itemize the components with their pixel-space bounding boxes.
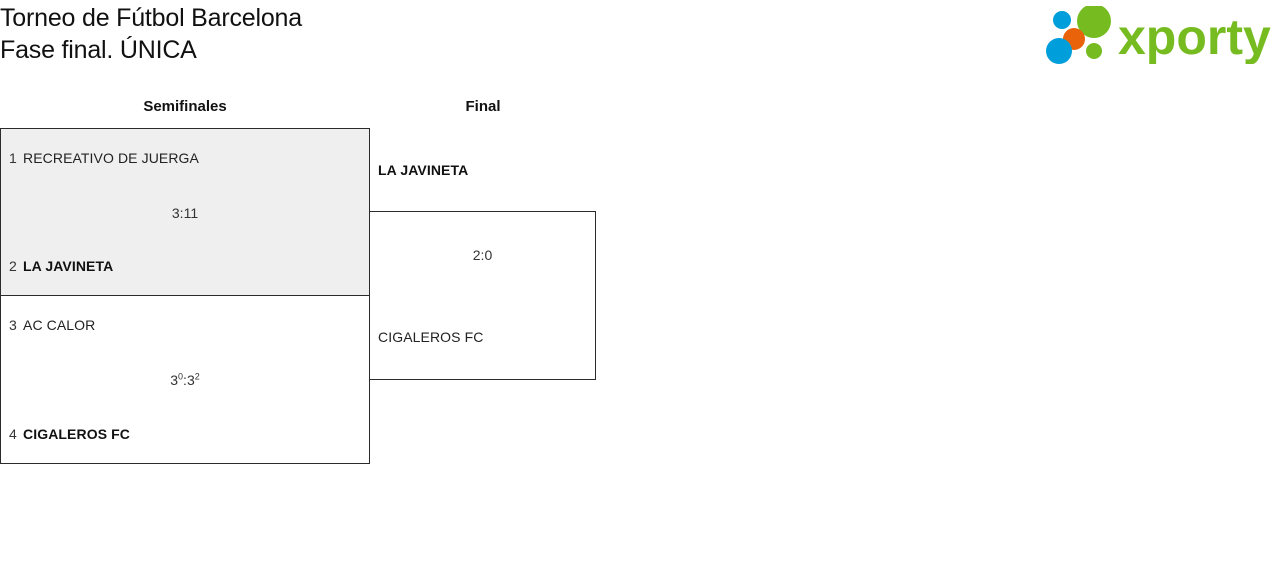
team-name: LA JAVINETA [23, 258, 114, 274]
score-separator: : [183, 372, 187, 388]
seed-number: 2 [9, 258, 17, 274]
match-slot-top[interactable]: LA JAVINETA [370, 156, 595, 184]
match-slot-top[interactable]: 3 AC CALOR [1, 311, 369, 339]
score-away-penalties: 2 [194, 371, 200, 382]
score-home-penalties: 0 [178, 371, 184, 382]
logo-dots [1046, 6, 1111, 64]
match-slot-bottom[interactable]: 2 LA JAVINETA [1, 252, 369, 280]
match-score: 30:32 [1, 372, 369, 388]
score-away: 3 [186, 372, 195, 388]
score-home: 3 [170, 372, 179, 388]
page-header: Torneo de Fútbol Barcelona Fase final. Ú… [0, 0, 1280, 78]
team-name: LA JAVINETA [378, 162, 469, 178]
xporty-logo[interactable]: xporty [1046, 6, 1274, 64]
match-score: 2:0 [472, 247, 493, 263]
team-name: CIGALEROS FC [378, 329, 484, 345]
logo-dot-blue-large [1046, 38, 1072, 64]
match-score: 3:11 [171, 205, 199, 221]
match-semifinal-1[interactable]: 1 RECREATIVO DE JUERGA 3:11 2 LA JAVINET… [0, 128, 370, 296]
match-slot-top[interactable]: 1 RECREATIVO DE JUERGA [1, 144, 369, 172]
team-name: CIGALEROS FC [23, 426, 130, 442]
logo-dot-green-small [1086, 43, 1102, 59]
match-final[interactable]: LA JAVINETA 2:0 CIGALEROS FC [369, 162, 596, 380]
round-header-semifinals: Semifinales [143, 98, 227, 115]
seed-number: 3 [9, 317, 17, 333]
page-title: Torneo de Fútbol Barcelona Fase final. Ú… [0, 4, 302, 64]
seed-number: 4 [9, 426, 17, 442]
match-slot-bottom[interactable]: 4 CIGALEROS FC [1, 420, 369, 448]
match-slot-bottom[interactable]: CIGALEROS FC [370, 323, 595, 351]
logo-dot-blue-small [1053, 11, 1071, 29]
team-name: AC CALOR [23, 317, 96, 333]
logo-dot-green-large [1077, 6, 1111, 38]
round-header-final: Final [465, 98, 501, 115]
team-name: RECREATIVO DE JUERGA [23, 150, 199, 166]
logo-wordmark: xporty [1118, 9, 1271, 64]
match-semifinal-2[interactable]: 3 AC CALOR 30:32 4 CIGALEROS FC [0, 295, 370, 464]
seed-number: 1 [9, 150, 17, 166]
